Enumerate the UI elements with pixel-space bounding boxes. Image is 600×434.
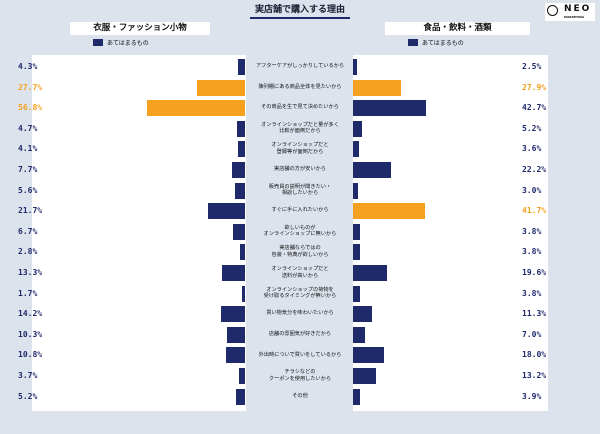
legend-label: あてはまるもの (422, 40, 464, 47)
category-label: その商品を生で見て決めたいから (261, 104, 339, 111)
category-label: チラシなどの クーポンを使用したいから (268, 369, 332, 382)
category-label: 買い物気分を味わいたいから (266, 310, 334, 317)
left-bar (147, 100, 245, 117)
right-bar (353, 306, 373, 323)
right-value-label: 27.9% (522, 82, 547, 92)
chart-title: 実店舗で購入する理由 (250, 2, 350, 19)
category-label: アフターケアがしっかりしているから (255, 63, 345, 70)
left-value-label: 1.7% (18, 288, 38, 298)
right-bar (353, 347, 384, 364)
left-value-label: 4.3% (18, 62, 38, 71)
left-category-title: 衣服・ファッション小物 (70, 22, 210, 35)
left-value-label: 10.3% (18, 329, 43, 339)
right-bar (353, 388, 360, 405)
right-value-label: 3.9% (522, 391, 542, 401)
category-labels: アフターケアがしっかりしているから陳列棚にある商品全体を見たいからその商品を生で… (250, 55, 350, 411)
right-value-label: 19.6% (522, 268, 547, 277)
left-bar (220, 306, 245, 323)
logo-icon (547, 5, 558, 16)
left-bar (238, 368, 245, 384)
right-bar (353, 59, 358, 75)
category-label: オンラインショップだと量が多く 比較が面倒だから (261, 121, 339, 135)
right-bar (353, 79, 401, 96)
left-value-label: 4.7% (18, 123, 38, 133)
left-bar (222, 265, 245, 281)
right-bar (353, 223, 360, 240)
right-bar (353, 285, 360, 302)
left-value-label: 56.8% (18, 103, 43, 113)
left-bar (197, 79, 245, 96)
left-value-label: 7.7% (18, 165, 38, 174)
right-category-title: 食品・飲料・酒類 (385, 22, 530, 35)
right-bar (353, 141, 360, 158)
left-bar (226, 347, 245, 364)
right-bar (353, 368, 376, 384)
left-bar (242, 285, 245, 302)
category-label: オンラインショップの荷物を 受け取るタイミングが無いから (263, 286, 337, 300)
category-label: 陳列棚にある商品全体を見たいから (258, 83, 342, 90)
left-value-label: 5.6% (18, 185, 38, 195)
left-bar (231, 162, 245, 178)
category-label: 店舗の雰囲気が好きだから (268, 331, 332, 338)
left-value-label: 13.3% (18, 268, 43, 277)
left-value-label: 21.7% (18, 206, 43, 216)
left-value-label: 27.7% (18, 82, 43, 92)
left-value-label: 10.8% (18, 350, 43, 360)
right-bar (353, 100, 427, 117)
left-value-label: 6.7% (18, 226, 38, 236)
right-value-label: 18.0% (522, 350, 547, 360)
left-value-label: 3.7% (18, 371, 38, 380)
left-value-label: 2.8% (18, 247, 38, 257)
right-bar (353, 244, 360, 261)
right-value-label: 2.5% (522, 62, 542, 71)
left-value-label: 4.1% (18, 144, 38, 154)
right-value-label: 3.8% (522, 288, 542, 298)
right-bar (353, 265, 387, 281)
right-bar (353, 203, 425, 220)
right-value-label: 5.2% (522, 123, 542, 133)
category-label: 実店舗の方が安いから (274, 166, 326, 173)
logo-sub: MARKETING (564, 15, 585, 19)
right-value-label: 7.0% (522, 329, 542, 339)
right-bar (353, 326, 366, 343)
left-bar (233, 223, 245, 240)
right-value-label: 41.7% (522, 206, 547, 216)
legend-label: あてはまるもの (107, 40, 149, 47)
right-value-label: 13.2% (522, 371, 547, 380)
category-label: その他 (292, 392, 308, 399)
left-bar (236, 120, 245, 137)
category-label: すぐに手に入れたいから (271, 207, 329, 214)
right-value-label: 3.8% (522, 226, 542, 236)
legend-swatch (408, 39, 418, 46)
category-label: オンラインショップだと 送料が高いから (271, 266, 329, 279)
right-value-label: 3.8% (522, 247, 542, 257)
right-value-label: 22.2% (522, 165, 547, 174)
left-bar (240, 244, 245, 261)
category-label: 実店舗ならではの 包装・特典が欲しいから (271, 245, 329, 258)
right-value-label: 42.7% (522, 103, 547, 113)
logo-text: NEO (564, 4, 592, 14)
left-legend: あてはまるもの (93, 38, 149, 47)
category-label: 欲しいものが オンラインショップに無いから (263, 224, 337, 238)
right-bar (353, 120, 362, 137)
left-value-label: 5.2% (18, 391, 38, 401)
category-label: 外出時についで買いをしているから (258, 351, 342, 358)
right-value-label: 3.6% (522, 144, 542, 154)
right-bar (353, 182, 359, 199)
left-bar (227, 326, 245, 343)
left-bar (207, 203, 245, 220)
right-value-label: 11.3% (522, 309, 547, 319)
left-bar (237, 141, 245, 158)
left-bar (236, 388, 245, 405)
left-value-label: 14.2% (18, 309, 43, 319)
left-bar (235, 182, 245, 199)
right-legend: あてはまるもの (408, 38, 464, 47)
category-label: 販売員の説明が聞きたい・ 相談したいから (268, 183, 332, 197)
right-value-label: 3.0% (522, 185, 542, 195)
legend-swatch (93, 39, 103, 46)
right-bar (353, 162, 392, 178)
left-bar (237, 59, 245, 75)
category-label: オンラインショップだと 登録等が面倒だから (271, 142, 329, 155)
